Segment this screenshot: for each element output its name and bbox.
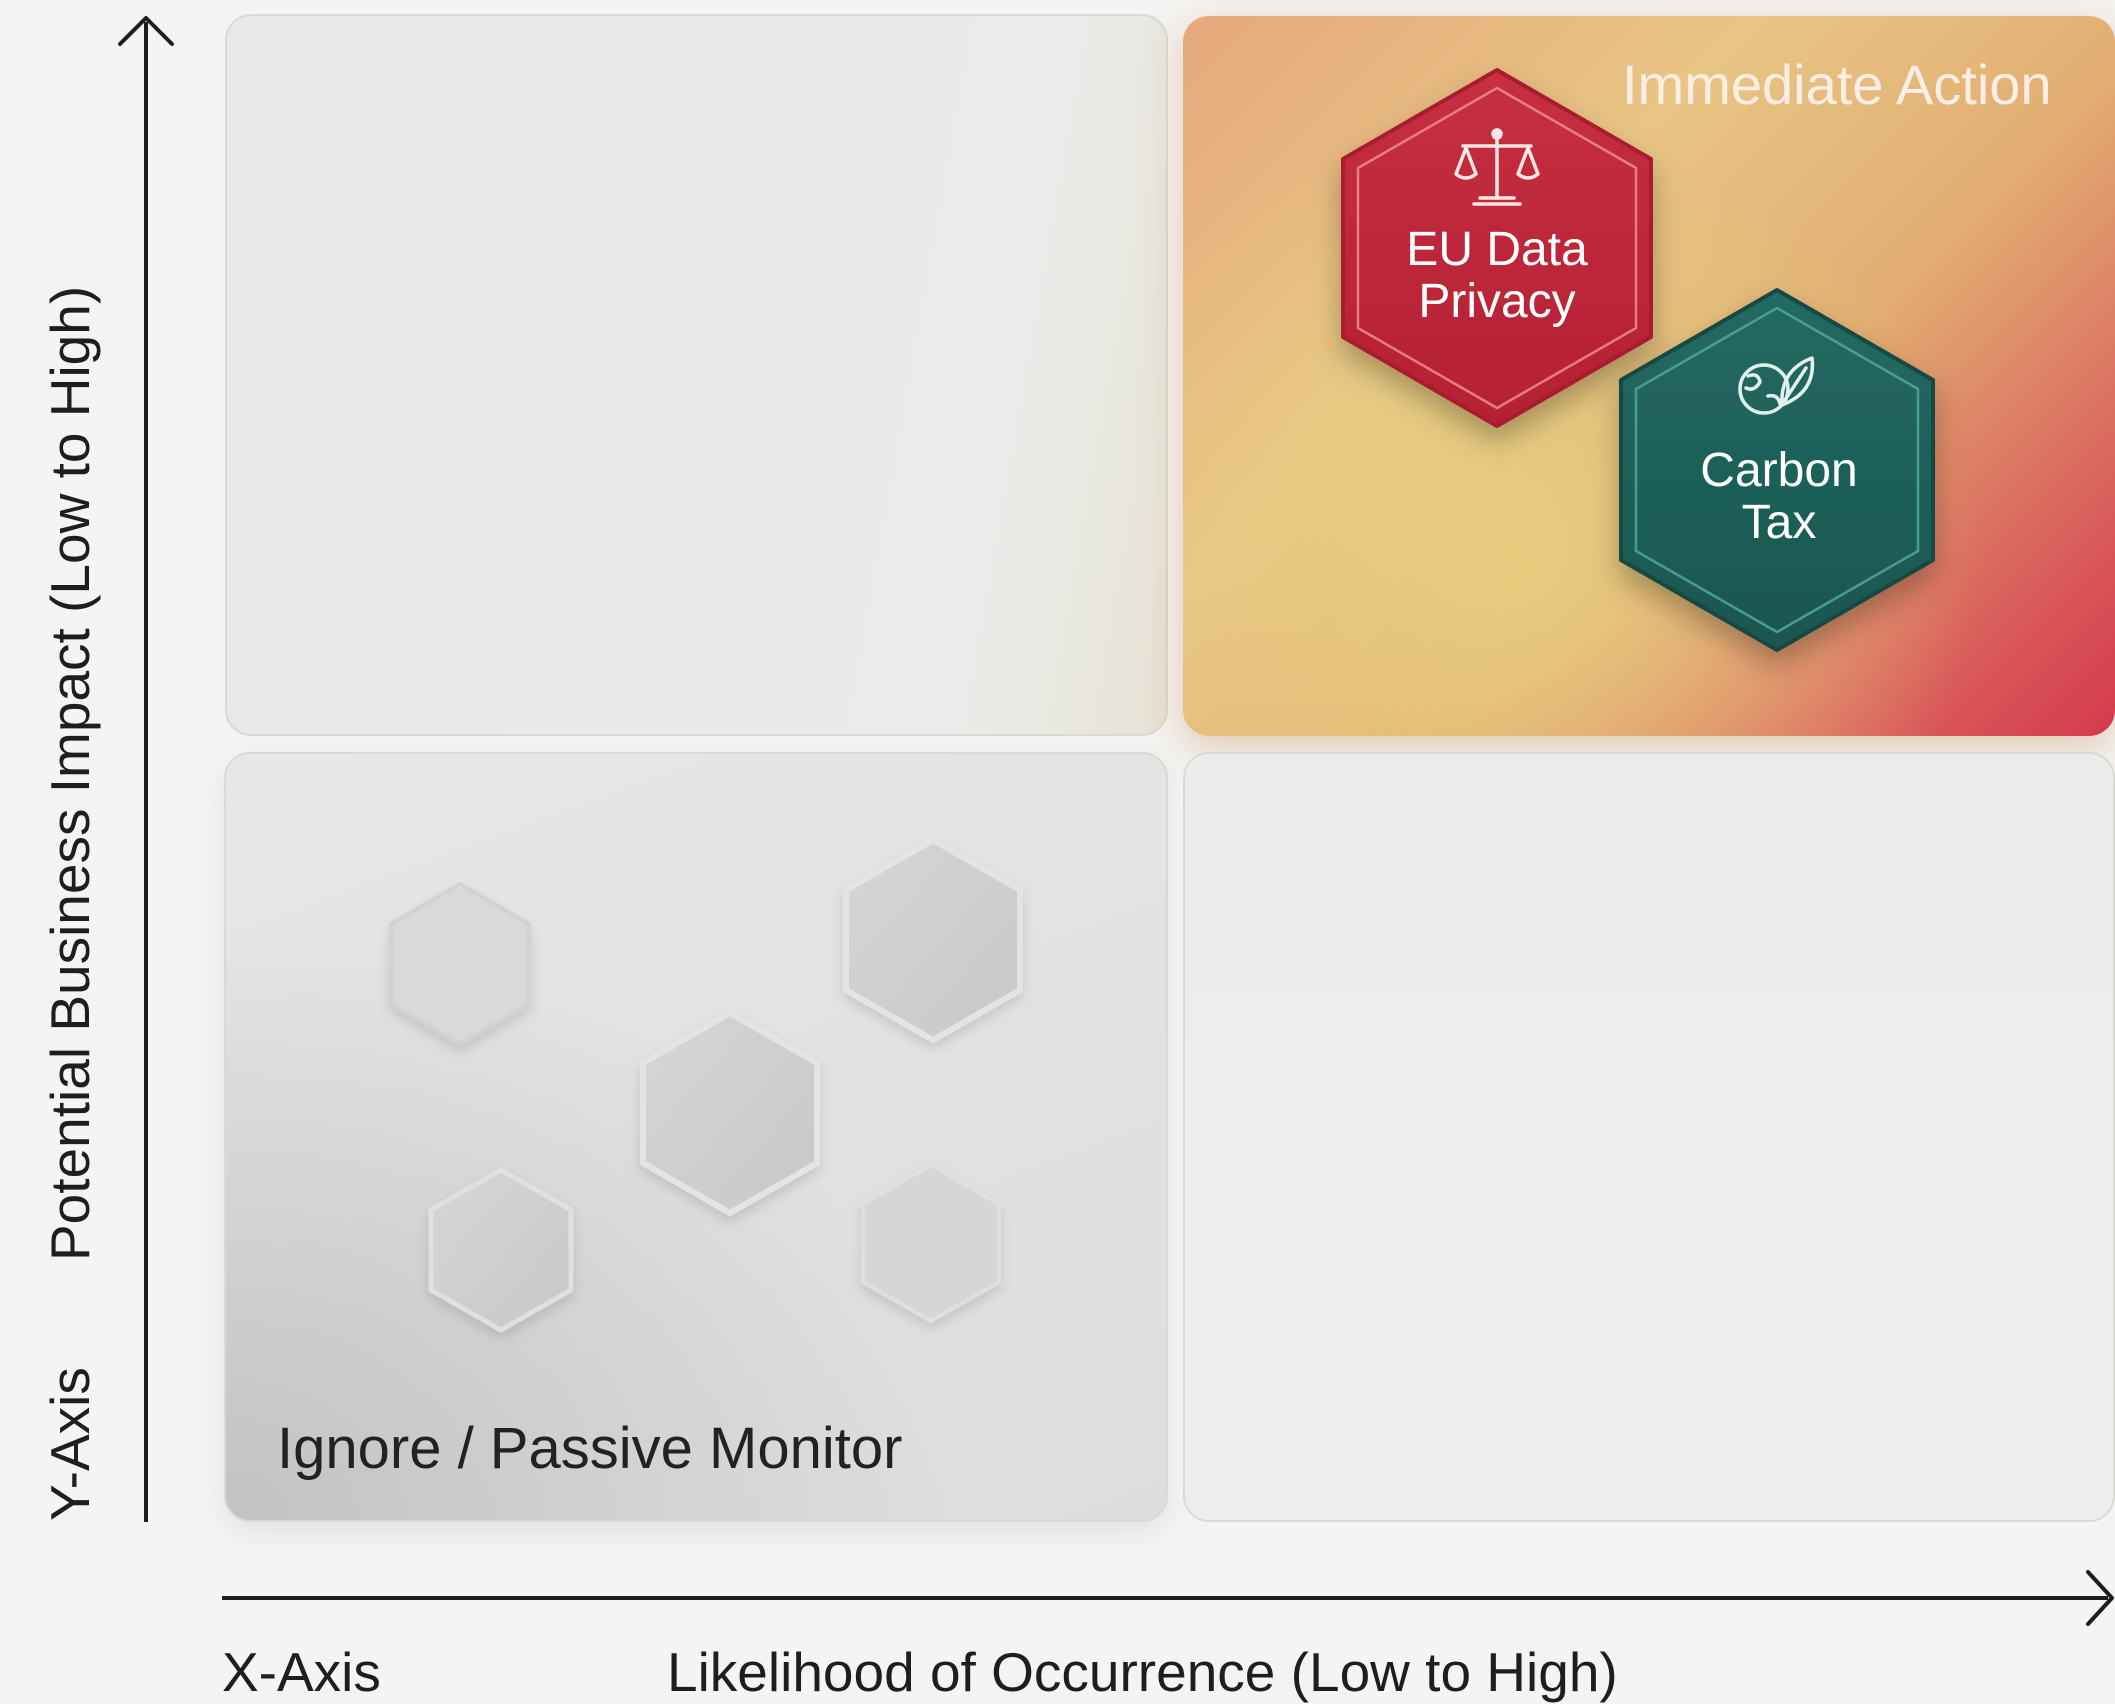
- scales-of-justice-icon: [1454, 128, 1540, 206]
- ignore-passive-monitor-label: Ignore / Passive Monitor: [277, 1416, 903, 1481]
- carbon-tax-hexagon[interactable]: [1619, 288, 1935, 652]
- passive-risk-hexagon: [861, 1162, 1001, 1324]
- quadrant-top-left: [225, 14, 1168, 736]
- y-axis-line: [118, 16, 174, 1522]
- eu-label-line1: EU Data: [1406, 223, 1588, 276]
- y-axis-labels: Y-Axis Potential Business Impact (Low to…: [0, 0, 160, 1701]
- globe-leaf-icon: [1738, 356, 1815, 415]
- x-axis-tag: X-Axis: [222, 1641, 381, 1703]
- eu-label-line2: Privacy: [1418, 275, 1576, 328]
- passive-risk-hexagon: [389, 881, 531, 1047]
- x-axis-line: [222, 1570, 2114, 1626]
- x-axis-title: Likelihood of Occurrence (Low to High): [667, 1641, 1618, 1703]
- passive-risk-hexagon: [640, 1009, 820, 1217]
- eu-data-privacy-label: EU Data Privacy: [1347, 224, 1647, 328]
- carbon-label-line2: Tax: [1741, 496, 1817, 549]
- quadrant-bottom-right: [1183, 752, 2115, 1522]
- carbon-label-line1: Carbon: [1700, 444, 1858, 497]
- eu-data-privacy-hexagon[interactable]: [1341, 68, 1653, 428]
- passive-risk-hexagon: [428, 1167, 574, 1333]
- carbon-tax-label: Carbon Tax: [1629, 445, 1929, 549]
- passive-risk-hexagon: [843, 836, 1023, 1044]
- immediate-action-label: Immediate Action: [1622, 53, 2052, 116]
- y-axis-title: Potential Business Impact (Low to High): [39, 285, 101, 1261]
- y-axis-tag: Y-Axis: [39, 1367, 101, 1521]
